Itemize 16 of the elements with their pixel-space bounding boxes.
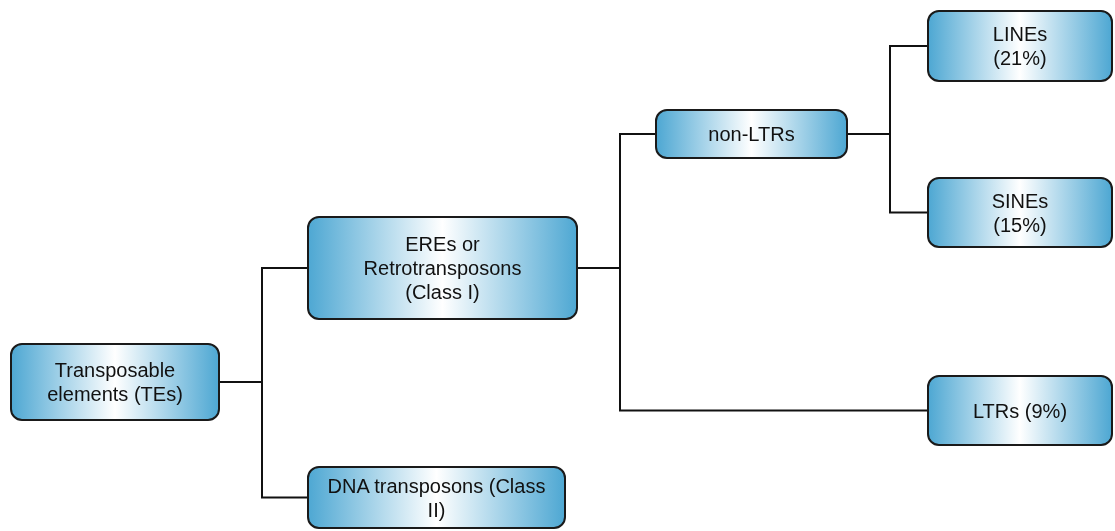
- node-label: SINEs (15%): [990, 188, 1050, 237]
- connector-line: [847, 133, 928, 214]
- node-label: non-LTRs: [707, 122, 796, 146]
- node-label: LTRs (9%): [971, 398, 1069, 423]
- category-box: [927, 177, 1113, 248]
- node-label: LINEs (21%): [991, 22, 1049, 70]
- category-box: [927, 10, 1113, 82]
- node-label: DNA transposons (Class II): [326, 473, 547, 522]
- node-label: Transposable elements (TEs): [46, 358, 184, 406]
- category-box: [307, 466, 566, 529]
- category-box: [10, 343, 220, 421]
- category-box: [307, 216, 578, 320]
- category-box: [927, 375, 1113, 446]
- connector-line: [219, 381, 308, 499]
- node-label: EREs or Retrotransposons (Class I): [362, 232, 523, 304]
- category-box: [655, 109, 848, 159]
